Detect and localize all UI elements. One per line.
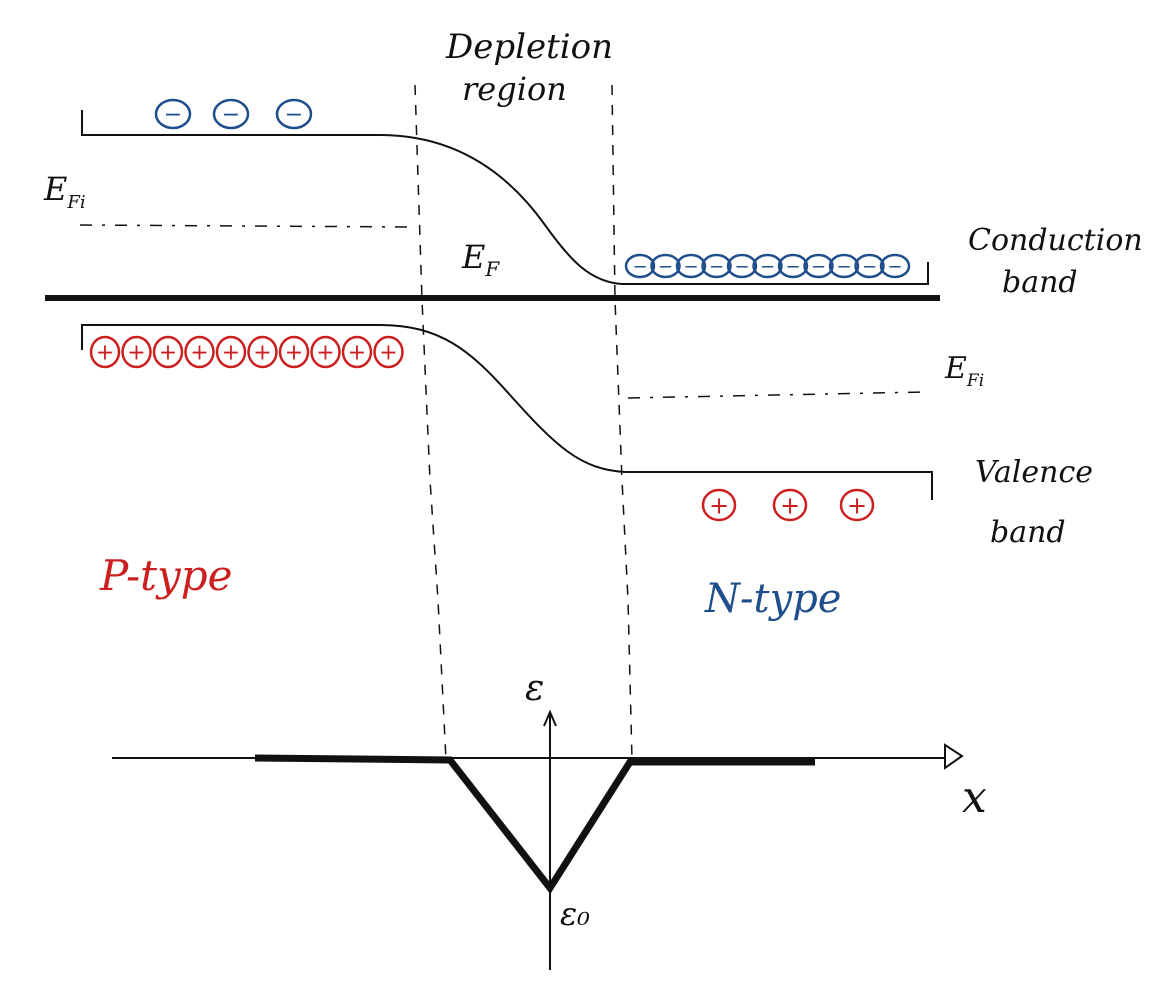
n-type-label: N-type — [704, 576, 841, 622]
electron-carrier: − — [803, 253, 834, 279]
carriers-group: −−−++++++++++−−−−−−−−−−−+++ — [89, 98, 911, 522]
svg-text:+: + — [253, 341, 271, 366]
fermi-level-label: EF — [461, 238, 500, 281]
field-axis-label: ε — [525, 668, 544, 709]
p-type-label: P-type — [99, 551, 233, 600]
valence-band-edge — [81, 324, 933, 500]
svg-text:−: − — [164, 103, 182, 128]
intrinsic-fermi-n-line — [627, 391, 926, 399]
electron-carrier: − — [212, 98, 250, 130]
hole-carrier: + — [247, 335, 278, 369]
conduction-band-edge — [81, 110, 929, 285]
svg-text:+: + — [127, 341, 145, 366]
svg-text:+: + — [316, 341, 334, 366]
fermi-intrinsic-n-label: EFi — [944, 351, 984, 391]
hole-carrier: + — [89, 335, 121, 369]
field-minimum-label: ε₀ — [560, 895, 590, 933]
hole-carrier: + — [310, 335, 341, 369]
hole-carrier: + — [184, 335, 215, 369]
hole-carrier: + — [121, 335, 152, 369]
intrinsic-fermi-p-line — [79, 224, 416, 228]
electron-carrier: − — [154, 98, 192, 130]
svg-text:−: − — [887, 256, 902, 277]
svg-text:−: − — [760, 256, 775, 277]
electron-carrier: − — [701, 253, 732, 279]
hole-carrier: + — [373, 335, 404, 369]
hole-carrier: + — [701, 488, 737, 522]
svg-text:−: − — [862, 256, 877, 277]
svg-text:−: − — [709, 256, 724, 277]
svg-text:−: − — [683, 256, 698, 277]
electron-carrier: − — [879, 253, 911, 279]
svg-text:+: + — [847, 491, 867, 519]
electric-field-profile — [254, 754, 815, 895]
svg-text:−: − — [811, 256, 826, 277]
svg-text:−: − — [836, 256, 851, 277]
hole-carrier: + — [278, 335, 310, 369]
svg-text:+: + — [96, 341, 114, 366]
svg-text:+: + — [222, 341, 240, 366]
electron-carrier: − — [726, 253, 758, 279]
svg-text:+: + — [285, 341, 303, 366]
electron-carrier: − — [675, 253, 707, 279]
depletion-left-boundary — [414, 84, 447, 761]
svg-text:+: + — [780, 491, 800, 519]
svg-text:−: − — [734, 256, 749, 277]
svg-text:−: − — [632, 256, 647, 277]
svg-text:−: − — [285, 103, 303, 128]
svg-text:−: − — [658, 256, 673, 277]
svg-text:+: + — [190, 341, 208, 366]
depletion-label-line1: Depletion — [445, 27, 613, 67]
position-axis-label: x — [962, 772, 987, 823]
depletion-label-line2: region — [462, 70, 567, 108]
svg-text:−: − — [222, 103, 240, 128]
electron-carrier: − — [650, 253, 681, 279]
hole-carrier: + — [772, 488, 808, 522]
field-axis-arrow-icon — [543, 709, 557, 727]
valence-band-label-line2: band — [990, 515, 1066, 550]
svg-text:+: + — [348, 341, 366, 366]
electron-carrier: − — [275, 98, 313, 130]
svg-text:+: + — [159, 341, 177, 366]
conduction-band-label-line1: Conduction — [968, 223, 1143, 258]
valence-band-label-line1: Valence — [975, 455, 1093, 490]
svg-text:+: + — [709, 491, 729, 519]
hole-carrier: + — [152, 335, 184, 369]
svg-text:+: + — [379, 341, 397, 366]
electron-carrier: − — [752, 253, 783, 279]
electron-carrier: − — [624, 253, 656, 279]
hole-carrier: + — [341, 335, 373, 369]
electron-carrier: − — [828, 253, 860, 279]
depletion-right-boundary — [611, 84, 633, 761]
electron-carrier: − — [854, 253, 885, 279]
hole-carrier: + — [215, 335, 247, 369]
fermi-intrinsic-p-label: EFi — [43, 170, 86, 213]
electron-carrier: − — [777, 253, 809, 279]
position-axis-arrow-icon — [944, 743, 964, 770]
conduction-band-label-line2: band — [1002, 265, 1078, 300]
hole-carrier: + — [839, 488, 875, 522]
svg-text:−: − — [785, 256, 800, 277]
